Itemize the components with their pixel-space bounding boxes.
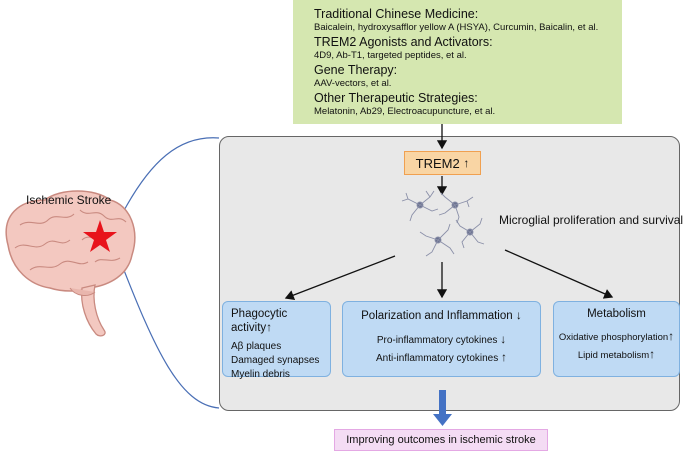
gene-therapy-heading: Gene Therapy:: [314, 63, 398, 77]
trem2-label: TREM2: [415, 155, 460, 171]
ischemic-stroke-label: Ischemic Stroke: [26, 193, 112, 207]
trem2-up-arrow: ↑: [463, 156, 470, 170]
pro-inflammatory-label: Pro-inflammatory cytokines: [376, 335, 498, 346]
oxphos-up-arrow: ↑: [668, 329, 675, 343]
lipid-up-arrow: ↑: [649, 347, 656, 361]
oxphos-label: Oxidative phosphorylation: [558, 332, 669, 343]
phagocytic-up-arrow: ↑: [266, 320, 273, 334]
other-strategies-heading: Other Therapeutic Strategies:: [314, 91, 478, 105]
agonists-heading: TREM2 Agonists and Activators:: [314, 35, 493, 49]
polarization-inflammation-box: Polarization and Inflammation ↓ Pro-infl…: [342, 301, 541, 377]
stroke-star-icon: [83, 220, 117, 252]
polarization-title: Polarization and Inflammation: [361, 310, 513, 322]
agonists-items: 4D9, Ab-T1, targeted peptides, et al.: [314, 50, 467, 61]
outcome-box: Improving outcomes in ischemic stroke: [334, 429, 548, 451]
tcm-items: Baicalein, hydroxysafflor yellow A (HSYA…: [314, 22, 599, 33]
microglia-cells-icon: [401, 190, 485, 257]
metabolism-title: Metabolism: [587, 308, 646, 320]
outcome-label: Improving outcomes in ischemic stroke: [346, 434, 536, 446]
tcm-heading: Traditional Chinese Medicine:: [314, 7, 479, 21]
metabolism-box: Metabolism Oxidative phosphorylation↑ Li…: [553, 301, 680, 377]
polarization-down-arrow: ↓: [515, 308, 522, 322]
phagocytic-item-myelin-debris: Myelin debris: [231, 369, 290, 380]
brain-panel-connector: [119, 137, 220, 219]
microglia-label: Microglial proliferation and survival: [499, 213, 684, 227]
trem2-box: TREM2 ↑: [404, 151, 481, 175]
to-phagocytic-arrow: [284, 255, 396, 301]
brain-panel-connector-lower: [119, 259, 220, 409]
other-strategies-items: Melatonin, Ab29, Electroacupuncture, et …: [314, 106, 496, 117]
phagocytic-item-ab-plaques: Aβ plaques: [231, 341, 282, 352]
outcome-down-arrow: [433, 390, 452, 426]
phagocytic-title: Phagocytic activity: [231, 308, 288, 334]
anti-inflammatory-up-arrow: ↑: [501, 350, 508, 364]
brain-icon: [5, 190, 136, 337]
anti-inflammatory-label: Anti-inflammatory cytokines: [375, 353, 499, 364]
phagocytic-item-damaged-synapses: Damaged synapses: [231, 355, 320, 366]
gene-therapy-items: AAV-vectors, et al.: [314, 78, 392, 89]
lipid-metabolism-label: Lipid metabolism: [577, 350, 650, 361]
pro-inflammatory-down-arrow: ↓: [500, 332, 507, 346]
to-metabolism-arrow: [504, 249, 614, 299]
therapeutic-strategies-box: Traditional Chinese Medicine: Baicalein,…: [293, 0, 622, 124]
phagocytic-activity-box: Phagocytic activity↑ Aβ plaques Damaged …: [222, 301, 331, 380]
